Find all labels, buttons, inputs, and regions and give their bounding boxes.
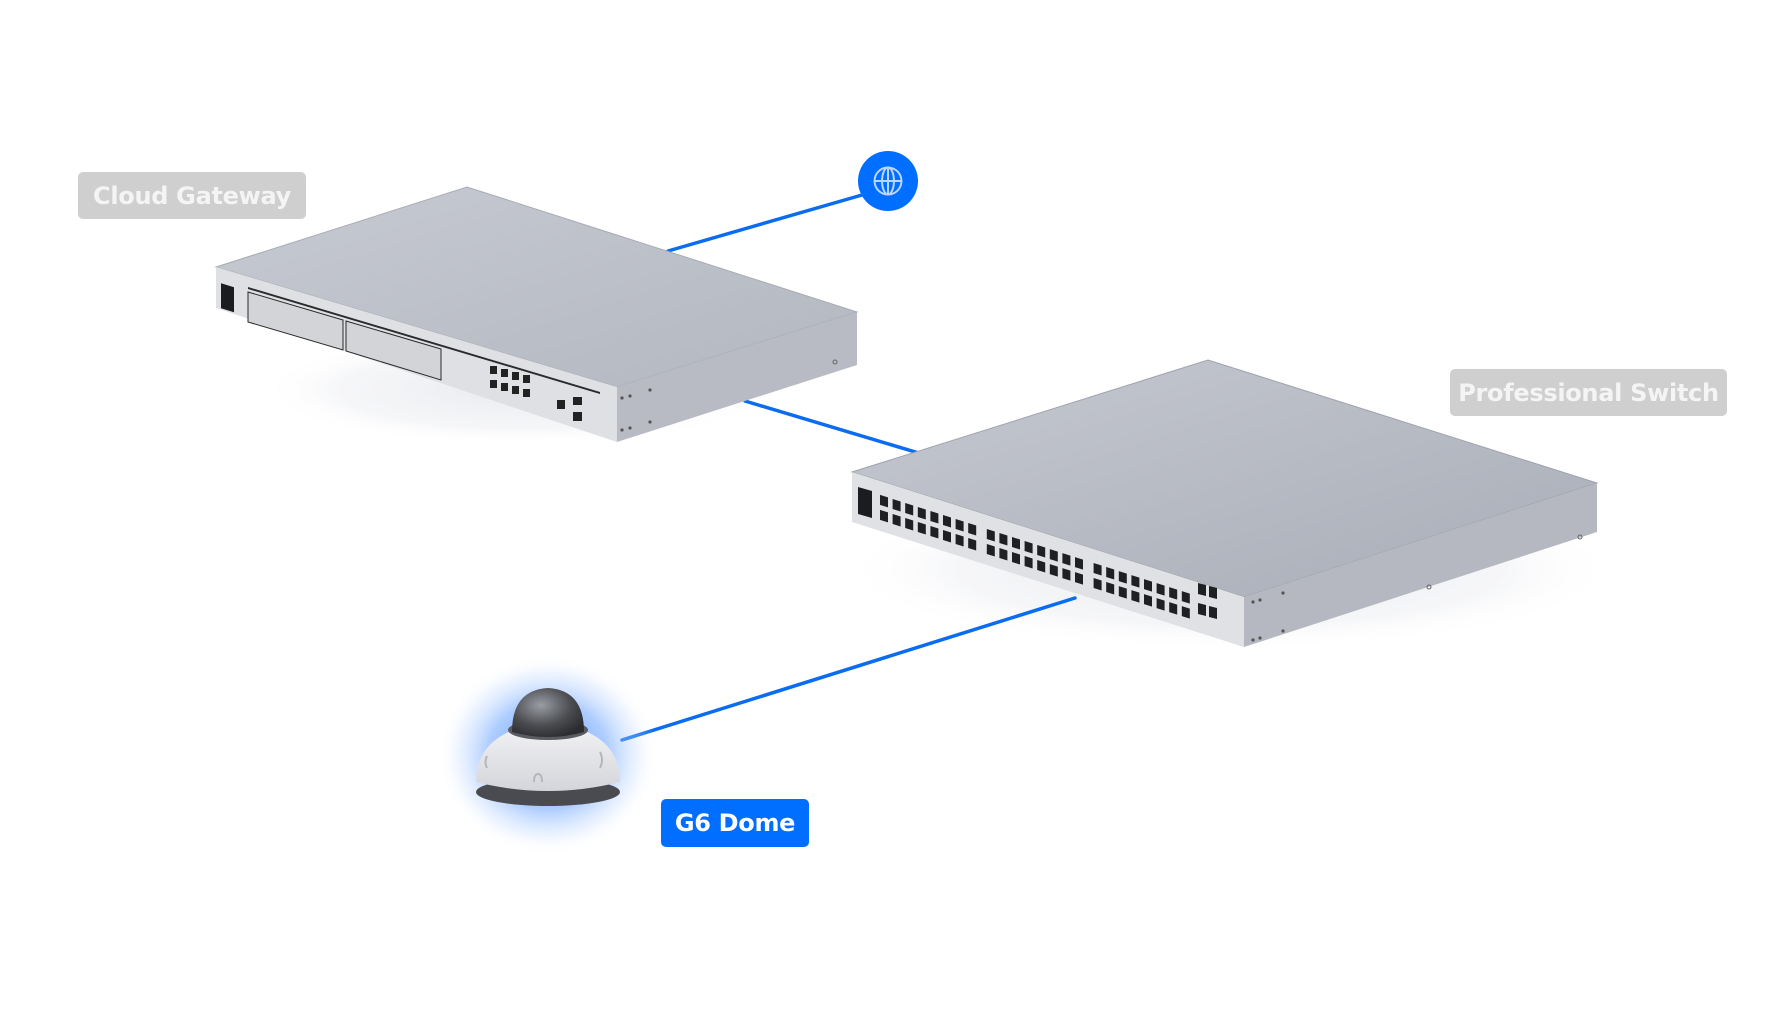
switch-port (1037, 545, 1046, 558)
gateway-screws (620, 359, 838, 432)
switch-port (930, 511, 939, 524)
gateway-ethernet-ports (490, 366, 582, 421)
switch-port (968, 523, 977, 536)
switch-port (1024, 556, 1033, 569)
switch-port (1118, 571, 1127, 584)
switch-port (955, 534, 964, 547)
switch-port (1075, 572, 1083, 585)
switch-port (1131, 590, 1140, 603)
switch-port (905, 517, 914, 531)
cloud-gateway-label[interactable]: Cloud Gateway (78, 172, 306, 219)
links (620, 193, 1077, 742)
switch-port (1106, 582, 1115, 595)
camera-vent-marks (484, 751, 603, 783)
switch-port (1012, 552, 1020, 565)
cloud-gateway-device[interactable] (214, 186, 859, 442)
switch-port (1181, 591, 1190, 604)
switch-port (1144, 594, 1152, 607)
switch-port (1012, 537, 1020, 550)
switch-port (880, 494, 888, 508)
switch-port (1131, 575, 1140, 588)
switch-port (968, 538, 977, 551)
switch-port (999, 548, 1008, 561)
switch-port (955, 519, 964, 532)
link-switch-camera (620, 596, 1077, 742)
switch-sfp-ports (1198, 583, 1217, 619)
switch-console-panel (858, 487, 872, 518)
switch-port (880, 509, 888, 523)
switch-port (1144, 579, 1152, 592)
switch-port (930, 526, 939, 539)
camera-glass-dome (512, 688, 584, 737)
switch-port (1075, 557, 1083, 570)
gateway-right-face (617, 312, 857, 442)
switch-port (1156, 583, 1165, 596)
link-gateway-switch (743, 399, 924, 456)
switch-port (1062, 553, 1071, 566)
switch-port (905, 502, 914, 516)
switch-right-face (1244, 483, 1597, 647)
switch-port (1093, 563, 1102, 576)
switch-port (1118, 586, 1127, 599)
link-internet-gateway (666, 193, 864, 253)
switch-port (986, 528, 995, 542)
gateway-power-panel (221, 283, 234, 313)
switch-port (1024, 541, 1033, 554)
switch-port (1049, 549, 1058, 562)
switch-port (1169, 587, 1178, 600)
gateway-drive-bay-2 (345, 320, 442, 381)
g6-dome-label[interactable]: G6 Dome (661, 799, 809, 847)
switch-port (1037, 560, 1046, 573)
switch-port (1093, 578, 1102, 591)
switch-port (943, 530, 951, 543)
switch-port (1181, 606, 1190, 619)
switch-port (999, 533, 1008, 546)
switch-port (892, 498, 901, 512)
switch-port (986, 543, 995, 557)
switch-ethernet-ports (880, 494, 1190, 619)
switch-port (917, 521, 926, 535)
switch-port (1169, 602, 1178, 615)
professional-switch-label[interactable]: Professional Switch (1450, 369, 1727, 416)
switch-port (1049, 564, 1058, 577)
switch-port (1106, 567, 1115, 580)
globe-icon (873, 166, 903, 196)
g6-dome-camera[interactable] (438, 655, 658, 855)
switch-port (943, 515, 951, 528)
internet-node[interactable] (858, 151, 918, 211)
switch-port (1156, 598, 1165, 611)
camera-body (476, 722, 620, 791)
switch-port (892, 513, 901, 527)
gateway-drive-bay-1 (247, 291, 344, 351)
switch-screws (1251, 534, 1583, 642)
professional-switch-device[interactable] (850, 359, 1599, 647)
gateway-vent-strip (248, 287, 600, 394)
switch-port (1062, 568, 1071, 581)
switch-port (917, 506, 926, 520)
